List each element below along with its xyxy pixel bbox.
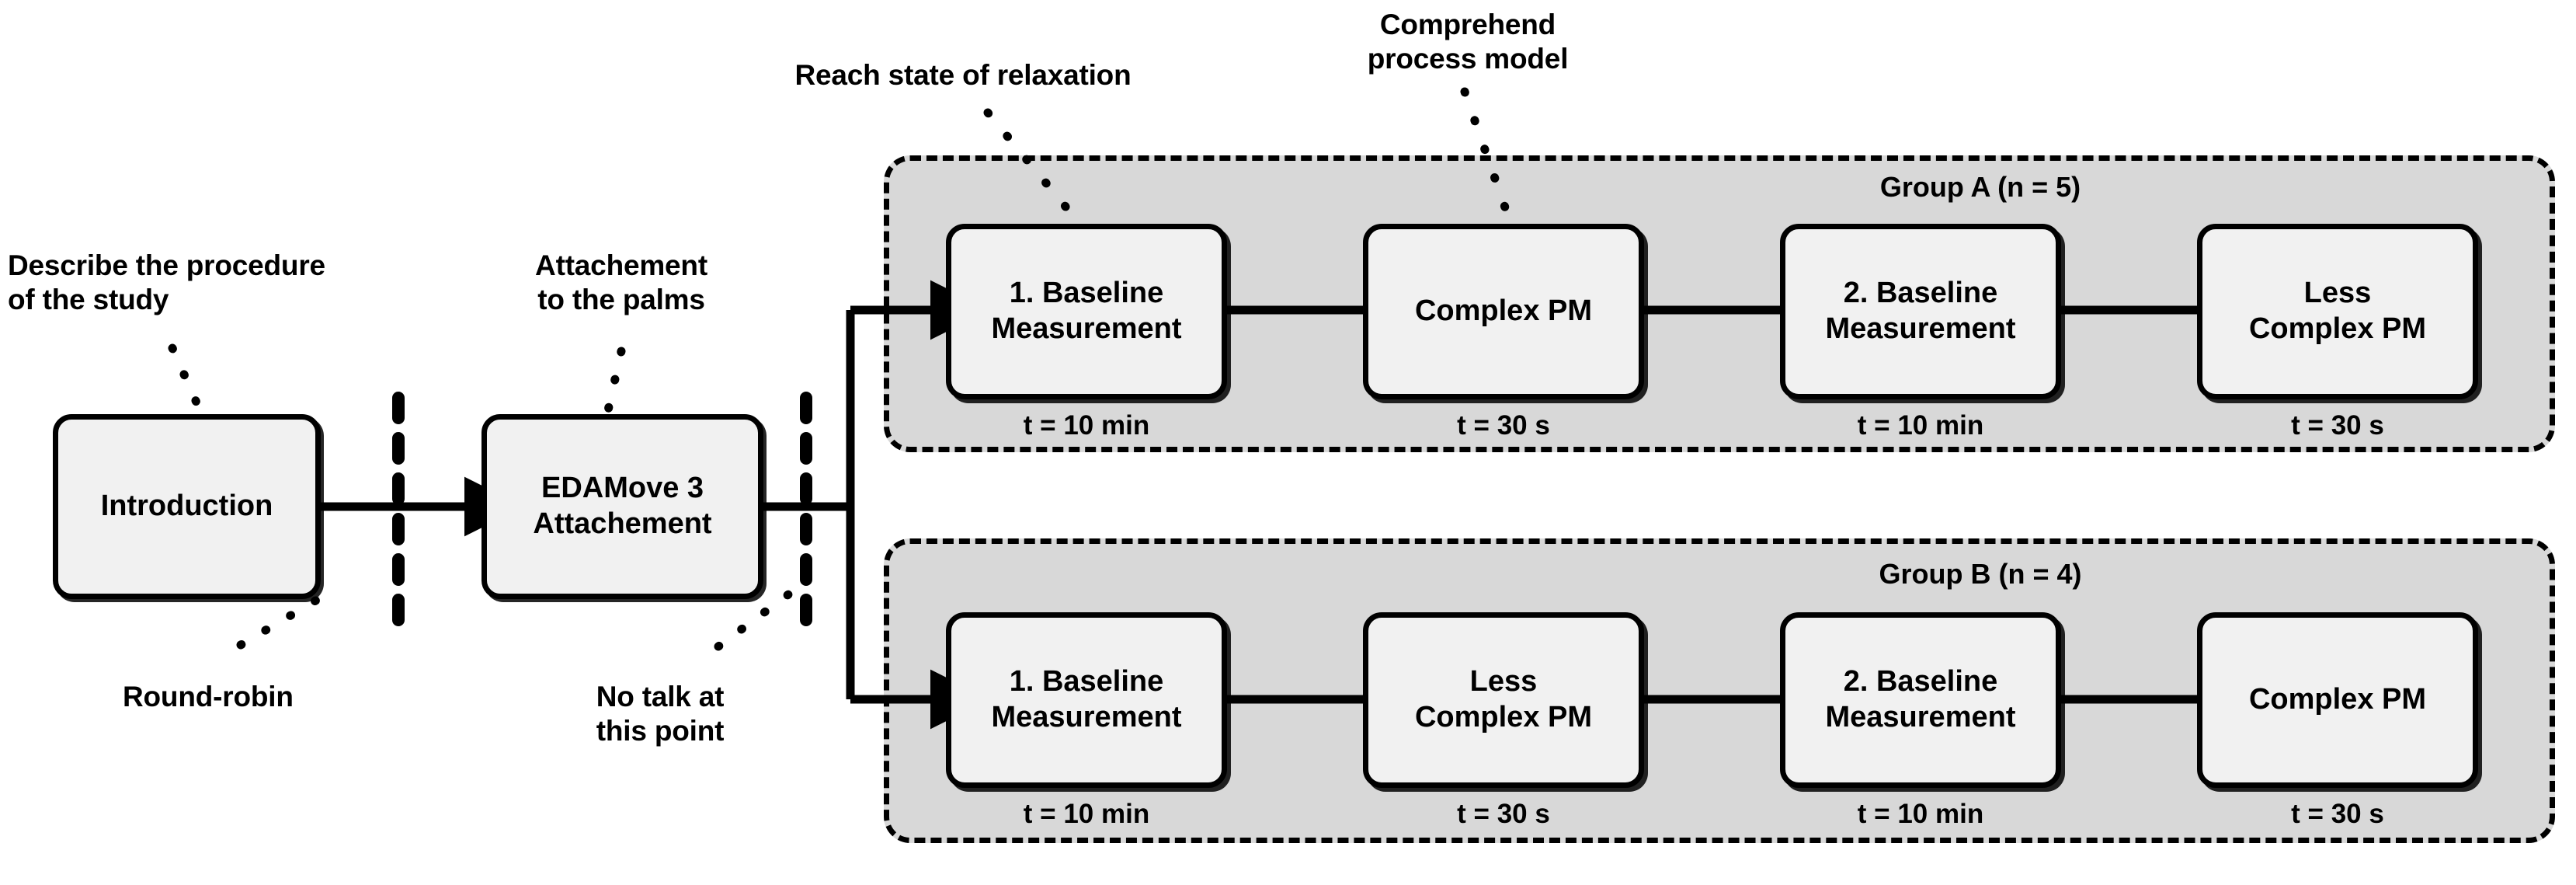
step-a-complex-pm[interactable]: Complex PM	[1363, 224, 1644, 399]
leader-describe-procedure	[168, 343, 201, 407]
duration-b-baseline-1: t = 10 min	[1023, 799, 1150, 829]
annotation-describe-procedure: Describe the procedure of the study	[8, 249, 325, 315]
duration-a-complex-pm: t = 30 s	[1457, 410, 1550, 441]
annotation-comprehend-process-model: Comprehend process model	[1367, 9, 1569, 75]
annotation-reach-relaxation: Reach state of relaxation	[794, 59, 1132, 91]
step-b-complex-pm[interactable]: Complex PM	[2197, 612, 2478, 788]
duration-b-less-complex-pm: t = 30 s	[1457, 799, 1550, 829]
duration-a-baseline-1: t = 10 min	[1023, 410, 1150, 441]
annotation-attachement-palms: Attachement to the palms	[535, 249, 707, 315]
group-a-label: Group A (n = 5)	[1879, 171, 2081, 203]
duration-a-baseline-2: t = 10 min	[1857, 410, 1984, 441]
duration-b-baseline-2: t = 10 min	[1857, 799, 1984, 829]
leader-round-robin	[236, 587, 335, 650]
step-introduction[interactable]: Introduction	[53, 414, 321, 599]
step-a-baseline-1[interactable]: 1. Baseline Measurement	[946, 224, 1227, 399]
annotation-round-robin: Round-robin	[123, 681, 294, 713]
step-b-less-complex-pm[interactable]: Less Complex PM	[1363, 612, 1644, 788]
leader-attachement-palms	[603, 347, 626, 415]
step-a-baseline-2[interactable]: 2. Baseline Measurement	[1780, 224, 2061, 399]
step-a-less-complex-pm[interactable]: Less Complex PM	[2197, 224, 2478, 399]
annotation-no-talk: No talk at this point	[596, 681, 725, 747]
duration-a-less-complex-pm: t = 30 s	[2291, 410, 2384, 441]
step-edamove-attachement[interactable]: EDAMove 3 Attachement	[481, 414, 763, 599]
group-b-label: Group B (n = 4)	[1879, 558, 2082, 590]
step-b-baseline-1[interactable]: 1. Baseline Measurement	[946, 612, 1227, 788]
duration-b-complex-pm: t = 30 s	[2291, 799, 2384, 829]
step-b-baseline-2[interactable]: 2. Baseline Measurement	[1780, 612, 2061, 788]
